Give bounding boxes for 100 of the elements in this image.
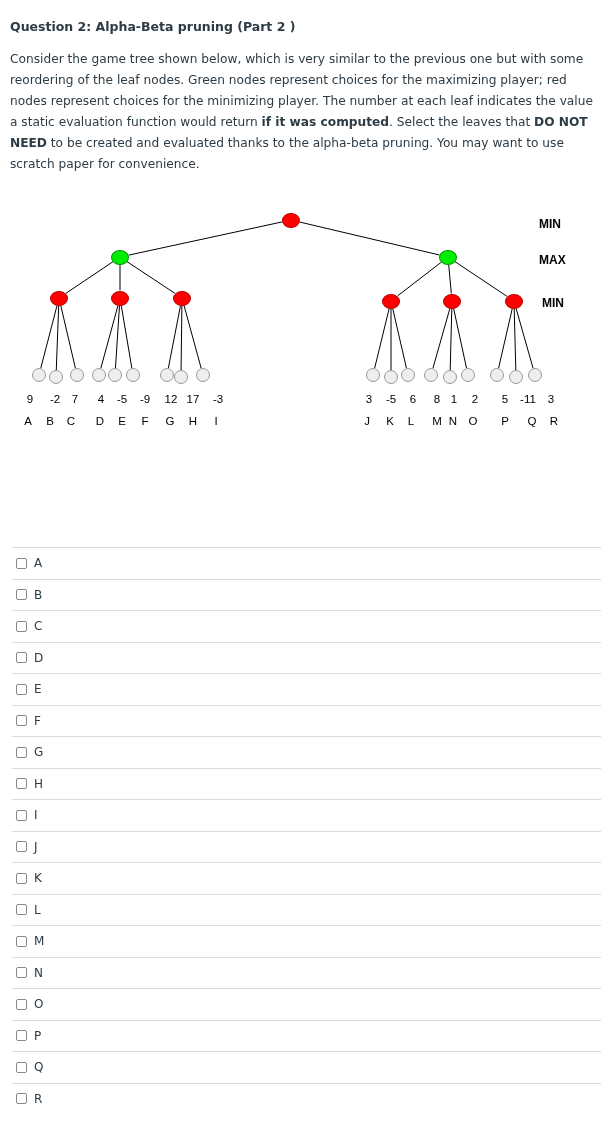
instructions-paragraph: Consider the game tree shown below, which is very similar to the previous one but with some reordering of the leaf nodes. Green nodes represent choices for the maximizing player; red nodes represent choices for the minimizing player. The number at each leaf indicates the value a static evaluation function would return if it was computed. Select the leaves that DO NOT NEED to be created and evaluated thanks to the alpha-beta pruning. You may want to use scratch paper for convenience. (10, 51, 594, 173)
leaf-value: 9 (26, 393, 34, 405)
option-label: M (34, 934, 45, 949)
leaf-letter: E (118, 415, 126, 427)
option-label: C (34, 619, 43, 634)
option-label: L (34, 902, 41, 917)
leaf-value: 17 (186, 393, 200, 405)
leaf-value: -9 (139, 393, 151, 405)
tree-edge (60, 304, 76, 369)
leaf-node (384, 370, 398, 384)
question-title: Question 2: Alpha-Beta pruning (Part 2 ) (10, 19, 296, 34)
tree-edge (374, 307, 390, 369)
leaf-node (32, 368, 46, 382)
leaf-node (196, 368, 210, 382)
tree-edge (40, 304, 58, 369)
leaf-value: 4 (97, 393, 105, 405)
leaf-node (126, 368, 140, 382)
leaf-letter: G (165, 415, 175, 427)
level-label: MAX (539, 253, 566, 267)
leaf-letter: D (95, 415, 105, 427)
leaf-node (70, 368, 84, 382)
leaf-node (174, 370, 188, 384)
tree-edge (454, 261, 508, 297)
leaf-letter: N (448, 415, 458, 427)
leaf-value: 5 (501, 393, 509, 405)
option-label: R (34, 1091, 43, 1106)
leaf-node (366, 368, 380, 382)
leaf-letter: A (24, 415, 32, 427)
tree-edge (120, 304, 133, 369)
leaf-value: 7 (71, 393, 79, 405)
option-label: H (34, 776, 44, 791)
tree-node (282, 212, 300, 228)
option-label: J (34, 839, 38, 854)
option-label: Q (34, 1060, 44, 1075)
leaf-node (528, 368, 542, 382)
tree-edge (183, 304, 202, 369)
leaf-value: -11 (520, 393, 536, 405)
tree-edge (119, 264, 121, 291)
level-label: MIN (542, 296, 564, 310)
leaf-value: -3 (212, 393, 224, 405)
leaf-letter: M (432, 415, 442, 427)
option-label: A (34, 556, 43, 571)
leaf-node (401, 368, 415, 382)
tree-edge (449, 308, 453, 371)
tree-edge (498, 307, 513, 369)
leaf-letter: R (549, 415, 559, 427)
tree-node (111, 249, 129, 265)
tree-edge (55, 305, 60, 371)
leaf-letter: O (468, 415, 478, 427)
option-label: E (34, 682, 42, 697)
tree-edge (397, 261, 442, 297)
tree-edge (65, 261, 114, 294)
leaf-value: 2 (471, 393, 479, 405)
leaf-letter: J (364, 415, 370, 427)
tree-edge (515, 307, 534, 369)
leaf-node (160, 368, 174, 382)
leaf-letter: P (501, 415, 509, 427)
level-label: MIN (539, 217, 561, 231)
tree-edge (390, 308, 392, 371)
tree-edge (453, 307, 467, 369)
tree-node (505, 293, 523, 309)
leaf-value: 8 (433, 393, 441, 405)
leaf-node (49, 370, 63, 384)
tree-edge (114, 305, 120, 369)
leaf-letter: H (188, 415, 198, 427)
tree-node (382, 293, 400, 309)
leaf-node (461, 368, 475, 382)
leaf-node (92, 368, 106, 382)
leaf-value: 3 (547, 393, 555, 405)
option-label: B (34, 587, 43, 602)
option-label: N (34, 965, 43, 980)
leaf-node (108, 368, 122, 382)
leaf-value: -2 (49, 393, 61, 405)
tree-edge (180, 305, 183, 371)
option-label: D (34, 650, 44, 665)
tree-node (443, 293, 461, 309)
leaf-value: 1 (450, 393, 458, 405)
leaf-letter: B (46, 415, 54, 427)
tree-edge (167, 304, 182, 369)
tree-edge (299, 221, 440, 256)
leaf-value: -5 (385, 393, 397, 405)
tree-edge (513, 308, 517, 371)
leaf-letter: C (66, 415, 76, 427)
tree-edge (126, 261, 176, 294)
leaf-node (443, 370, 457, 384)
leaf-node (490, 368, 504, 382)
leaf-value: 3 (365, 393, 373, 405)
option-label: G (34, 745, 44, 760)
option-label: K (34, 871, 42, 886)
tree-edge (100, 304, 119, 369)
leaf-letter: I (214, 415, 218, 427)
leaf-node (424, 368, 438, 382)
leaf-letter: L (407, 415, 415, 427)
leaf-letter: Q (527, 415, 537, 427)
option-label: P (34, 1028, 42, 1043)
leaf-value: 6 (409, 393, 417, 405)
option-label: O (34, 997, 44, 1012)
tree-edge (432, 307, 451, 369)
leaf-node (509, 370, 523, 384)
leaf-value: -5 (116, 393, 128, 405)
